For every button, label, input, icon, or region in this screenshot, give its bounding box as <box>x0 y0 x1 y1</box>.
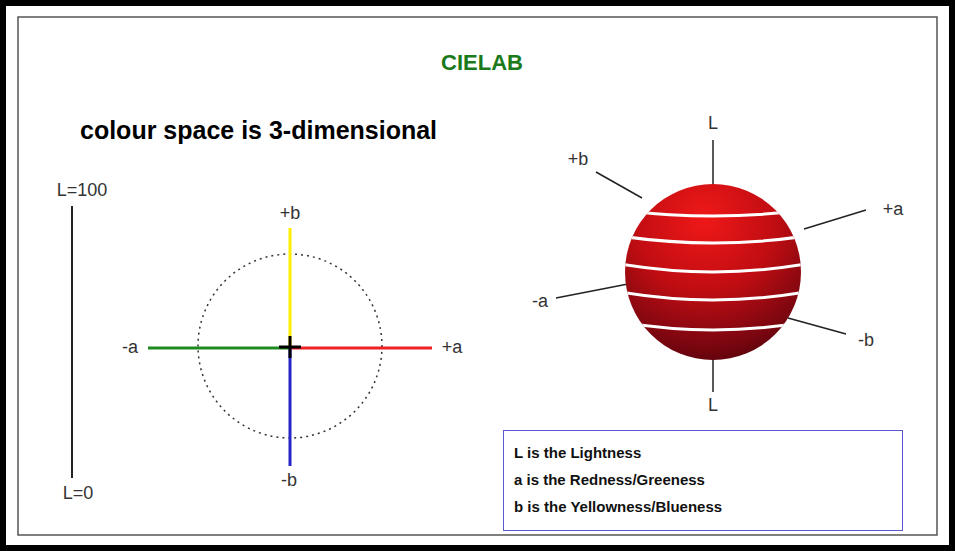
outer-frame <box>3 3 952 548</box>
sphere-bands <box>620 210 806 330</box>
scale-label: L=100 <box>57 181 108 201</box>
title: CIELAB <box>441 51 523 75</box>
scale-label: L=0 <box>63 484 94 504</box>
axis-label: +a <box>883 200 904 220</box>
axis-label: -a <box>532 292 548 312</box>
key-text: a is the Redness/Greeness <box>514 466 892 493</box>
axis-label: L <box>708 396 718 416</box>
axis-label: L <box>708 114 718 134</box>
inner-frame <box>18 17 937 535</box>
axis-line <box>804 210 866 229</box>
lightness-axis <box>71 206 73 478</box>
axis-label: +b <box>568 150 589 170</box>
key-box: L is the Lightnessa is the Redness/Green… <box>503 430 903 531</box>
axis-label: +b <box>280 204 301 224</box>
blue-axis <box>289 346 292 466</box>
yellow-axis <box>289 228 292 346</box>
green-axis <box>148 347 290 350</box>
axis-line <box>788 318 846 334</box>
key-text: b is the Yellowness/Blueness <box>514 493 892 520</box>
axis-label: -b <box>281 471 297 491</box>
axis-label: -b <box>858 331 874 351</box>
heading: colour space is 3-dimensional <box>80 117 437 145</box>
axis-line <box>556 284 628 298</box>
axis-line <box>712 140 714 186</box>
axis-line <box>596 172 642 198</box>
origin-cross <box>289 336 292 358</box>
axis-label: -a <box>122 338 138 358</box>
red-axis <box>290 347 432 350</box>
key-text: L is the Lightness <box>514 439 892 466</box>
axis-label: +a <box>442 338 463 358</box>
axis-line <box>712 358 714 392</box>
